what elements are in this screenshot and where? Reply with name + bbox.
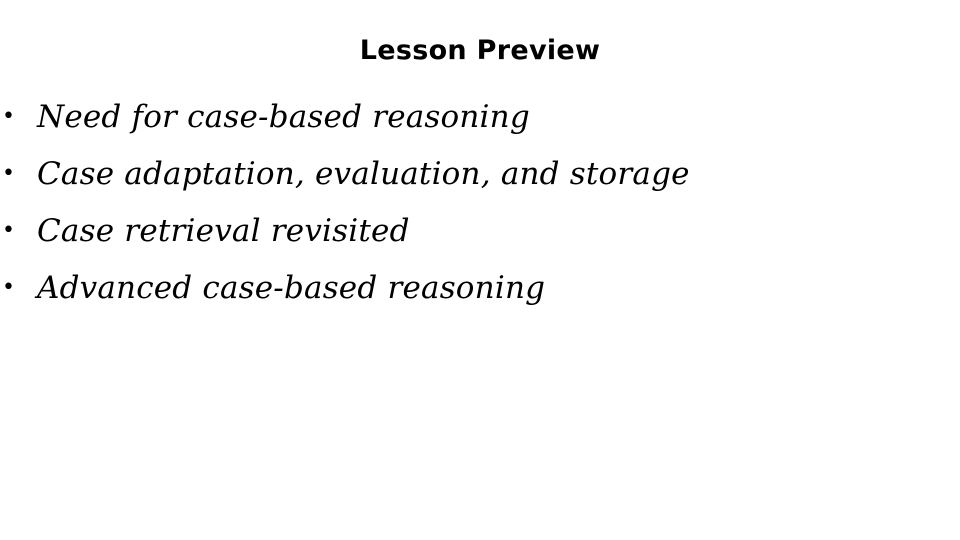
bullet-icon: • [2,274,15,300]
bullet-text: Case adaptation, evaluation, and storage [37,155,690,192]
slide-title: Lesson Preview [359,35,601,66]
bullet-text: Advanced case-based reasoning [37,269,546,306]
list-item: • Case adaptation, evaluation, and stora… [0,145,940,202]
bullet-icon: • [2,160,15,186]
bullet-icon: • [2,103,15,129]
bullet-icon: • [2,217,15,243]
bullet-text: Need for case-based reasoning [37,98,530,135]
list-item: • Advanced case-based reasoning [0,259,940,316]
list-item: • Need for case-based reasoning [0,88,940,145]
bullet-list: • Need for case-based reasoning • Case a… [0,88,940,316]
list-item: • Case retrieval revisited [0,202,940,259]
bullet-text: Case retrieval revisited [37,212,410,249]
